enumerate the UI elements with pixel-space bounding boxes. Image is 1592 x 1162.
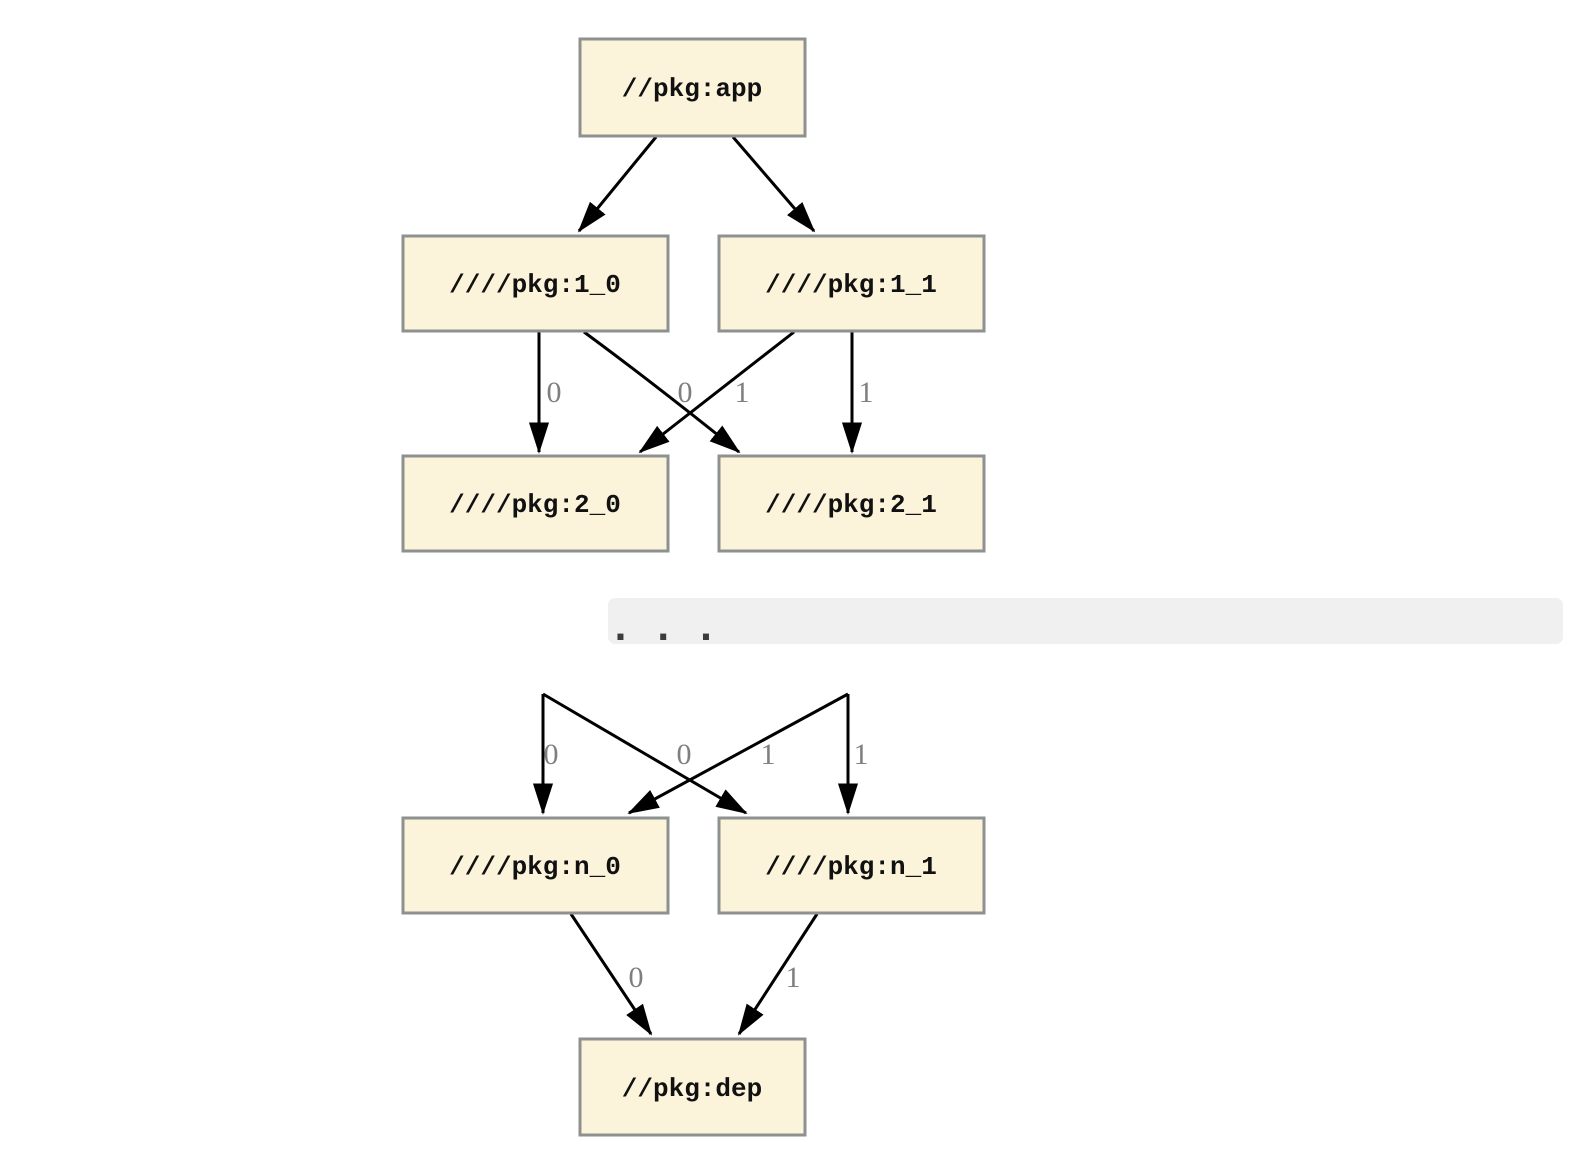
node-pkg-2-0: ////pkg:2_0 bbox=[401, 454, 670, 553]
edge-app-to-1-1 bbox=[731, 136, 816, 233]
edge-label-ellipsis-right-to-n-1: 1 bbox=[854, 738, 869, 771]
edge-label-n-1-to-dep: 1 bbox=[786, 961, 801, 994]
node-label-1-1: ////pkg:1_1 bbox=[765, 270, 937, 300]
edge-1-1-to-2-0 bbox=[638, 330, 795, 454]
edge-label-n-0-to-dep: 0 bbox=[629, 961, 644, 994]
node-pkg-dep: //pkg:dep bbox=[578, 1037, 807, 1137]
node-box-1-0 bbox=[401, 234, 670, 333]
ellipsis-dots: . . . bbox=[614, 609, 721, 649]
node-label-2-1: ////pkg:2_1 bbox=[765, 490, 937, 520]
ellipsis-band bbox=[608, 598, 1563, 644]
node-pkg-1-1: ////pkg:1_1 bbox=[717, 234, 986, 333]
node-pkg-1-0: ////pkg:1_0 bbox=[401, 234, 670, 333]
edge-1-0-to-2-1 bbox=[583, 330, 741, 454]
edge-label-ellipsis-left-to-n-1: 1 bbox=[761, 738, 776, 771]
node-box-dep bbox=[578, 1037, 807, 1137]
edge-label-ellipsis-left-to-n-0: 0 bbox=[544, 738, 559, 771]
edge-n-1-to-dep bbox=[737, 913, 819, 1036]
node-box-2-1 bbox=[717, 454, 986, 553]
edge-label-1-1-to-2-0: 0 bbox=[678, 376, 693, 409]
edge-label-ellipsis-right-to-n-0: 0 bbox=[677, 738, 692, 771]
node-box-1-1 bbox=[717, 234, 986, 333]
node-label-2-0: ////pkg:2_0 bbox=[449, 490, 621, 520]
node-box-app bbox=[578, 37, 807, 138]
node-pkg-n-0: ////pkg:n_0 bbox=[401, 816, 670, 915]
edge-label-1-1-to-2-1: 1 bbox=[859, 376, 874, 409]
node-label-n-0: ////pkg:n_0 bbox=[449, 852, 621, 882]
node-label-n-1: ////pkg:n_1 bbox=[765, 852, 937, 882]
edge-ellipsis-left-to-n-1 bbox=[542, 692, 748, 815]
node-pkg-n-1: ////pkg:n_1 bbox=[717, 816, 986, 915]
graph-edges bbox=[528, 136, 863, 1036]
node-pkg-2-1: ////pkg:2_1 bbox=[717, 454, 986, 553]
node-label-app: //pkg:app bbox=[622, 74, 762, 104]
edge-n-0-to-dep bbox=[569, 913, 653, 1036]
node-pkg-app: //pkg:app bbox=[578, 37, 807, 138]
edge-label-1-0-to-2-1: 1 bbox=[735, 376, 750, 409]
node-label-dep: //pkg:dep bbox=[622, 1074, 762, 1104]
edge-app-to-1-0 bbox=[577, 136, 658, 233]
node-box-2-0 bbox=[401, 454, 670, 553]
graph-edge-labels: 0 0 1 1 0 0 1 1 0 1 bbox=[544, 376, 874, 994]
node-box-n-0 bbox=[401, 816, 670, 915]
edge-ellipsis-right-to-n-0 bbox=[627, 692, 849, 815]
ellipsis-row: . . . bbox=[608, 598, 1563, 649]
node-label-1-0: ////pkg:1_0 bbox=[449, 270, 621, 300]
node-box-n-1 bbox=[717, 816, 986, 915]
edge-label-1-0-to-2-0: 0 bbox=[547, 376, 562, 409]
